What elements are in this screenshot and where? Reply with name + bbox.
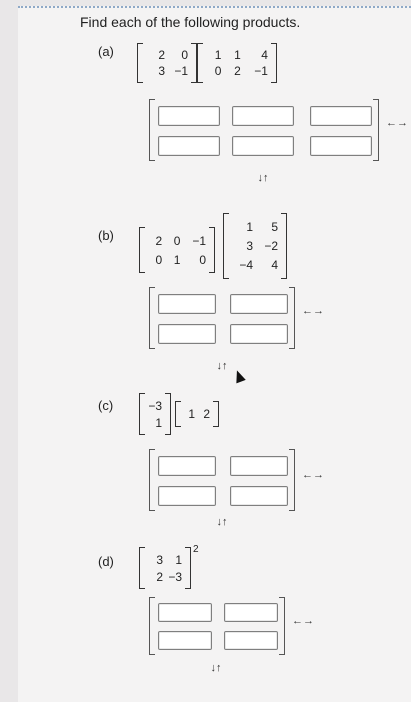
matrix-cell: −1 xyxy=(192,233,206,248)
matrix-cell: 1 xyxy=(175,552,182,567)
answer-input-c-r1c2[interactable] xyxy=(230,456,288,476)
answer-input-a-r1c3[interactable] xyxy=(310,106,372,126)
answer-input-d-r2c1[interactable] xyxy=(158,631,212,650)
answer-input-a-r2c2[interactable] xyxy=(232,136,294,156)
answer-input-d-r1c1[interactable] xyxy=(158,603,212,622)
part-c-answer-matrix xyxy=(149,449,295,511)
matrix-cell: 3 xyxy=(156,552,163,567)
matrix-cell: 1 xyxy=(173,252,181,267)
part-a-label: (a) xyxy=(98,44,114,59)
part-a-right-matrix: 1 1 4 0 2 −1 xyxy=(197,43,277,83)
matrix-cell: −2 xyxy=(264,238,278,253)
resize-rows-arrows-icon[interactable]: ↓↑ xyxy=(257,172,269,184)
matrix-cell: −3 xyxy=(168,569,182,584)
matrix-cell: −1 xyxy=(174,64,188,78)
matrix-cell: 0 xyxy=(173,233,181,248)
matrix-cell: 0 xyxy=(199,252,206,267)
matrix-cell: 2 xyxy=(158,48,165,62)
resize-columns-arrows-icon[interactable]: ←→ xyxy=(292,615,314,627)
matrix-cell: 3 xyxy=(246,238,253,253)
matrix-cell: 1 xyxy=(246,219,253,234)
part-d-label: (d) xyxy=(98,554,114,569)
matrix-cell: 1 xyxy=(214,48,222,62)
matrix-cell: 0 xyxy=(181,48,188,62)
answer-input-d-r2c2[interactable] xyxy=(224,631,278,650)
resize-rows-arrows-icon[interactable]: ↓↑ xyxy=(210,662,222,674)
answer-input-a-r2c1[interactable] xyxy=(158,136,220,156)
matrix-cell: 2 xyxy=(155,233,163,248)
resize-rows-arrows-icon[interactable]: ↓↑ xyxy=(216,516,228,528)
part-d-answer-matrix xyxy=(149,597,285,655)
part-c-right-matrix: 1 2 xyxy=(175,401,219,427)
resize-columns-arrows-icon[interactable]: ←→ xyxy=(386,117,408,129)
answer-input-b-r2c1[interactable] xyxy=(158,324,216,344)
matrix-cell: 1 xyxy=(155,415,162,430)
answer-input-c-r2c2[interactable] xyxy=(230,486,288,506)
part-b-left-matrix: 2 0 −1 0 1 0 xyxy=(139,227,215,273)
matrix-cell: 5 xyxy=(271,219,278,234)
matrix-cell: −1 xyxy=(254,64,268,78)
resize-columns-arrows-icon[interactable]: ←→ xyxy=(302,469,324,481)
part-d-exponent: 2 xyxy=(193,544,199,555)
part-d-matrix: 3 1 2 −3 xyxy=(139,547,191,589)
answer-input-b-r2c2[interactable] xyxy=(230,324,288,344)
matrix-cell: 2 xyxy=(156,569,163,584)
part-c-left-matrix: −3 1 xyxy=(139,393,171,435)
matrix-cell: 2 xyxy=(203,407,210,421)
resize-columns-arrows-icon[interactable]: ←→ xyxy=(302,305,324,317)
answer-input-a-r1c1[interactable] xyxy=(158,106,220,126)
answer-input-b-r1c1[interactable] xyxy=(158,294,216,314)
answer-input-c-r1c1[interactable] xyxy=(158,456,216,476)
resize-rows-arrows-icon[interactable]: ↓↑ xyxy=(216,360,228,372)
instructions-title: Find each of the following products. xyxy=(80,14,301,30)
matrix-cell: −4 xyxy=(239,258,253,273)
answer-input-d-r1c2[interactable] xyxy=(224,603,278,622)
matrix-cell: 0 xyxy=(155,252,163,267)
part-b-right-matrix: 1 5 3 −2 −4 4 xyxy=(223,213,287,279)
part-b-answer-matrix xyxy=(149,287,295,349)
answer-input-a-r2c3[interactable] xyxy=(310,136,372,156)
answer-input-c-r2c1[interactable] xyxy=(158,486,216,506)
part-c-label: (c) xyxy=(98,398,114,413)
part-b-label: (b) xyxy=(98,228,114,243)
part-a-left-matrix: 2 0 3 −1 xyxy=(137,43,197,83)
answer-input-b-r1c2[interactable] xyxy=(230,294,288,314)
matrix-cell: 0 xyxy=(214,64,222,78)
matrix-cell: 4 xyxy=(261,48,268,62)
answer-input-a-r1c2[interactable] xyxy=(232,106,294,126)
part-a-answer-matrix xyxy=(149,99,379,161)
matrix-cell: 1 xyxy=(234,48,241,62)
matrix-cell: 3 xyxy=(158,64,165,78)
matrix-cell: 4 xyxy=(271,258,278,273)
matrix-cell: −3 xyxy=(148,398,162,413)
matrix-cell: 1 xyxy=(188,407,195,421)
matrix-cell: 2 xyxy=(234,64,241,78)
